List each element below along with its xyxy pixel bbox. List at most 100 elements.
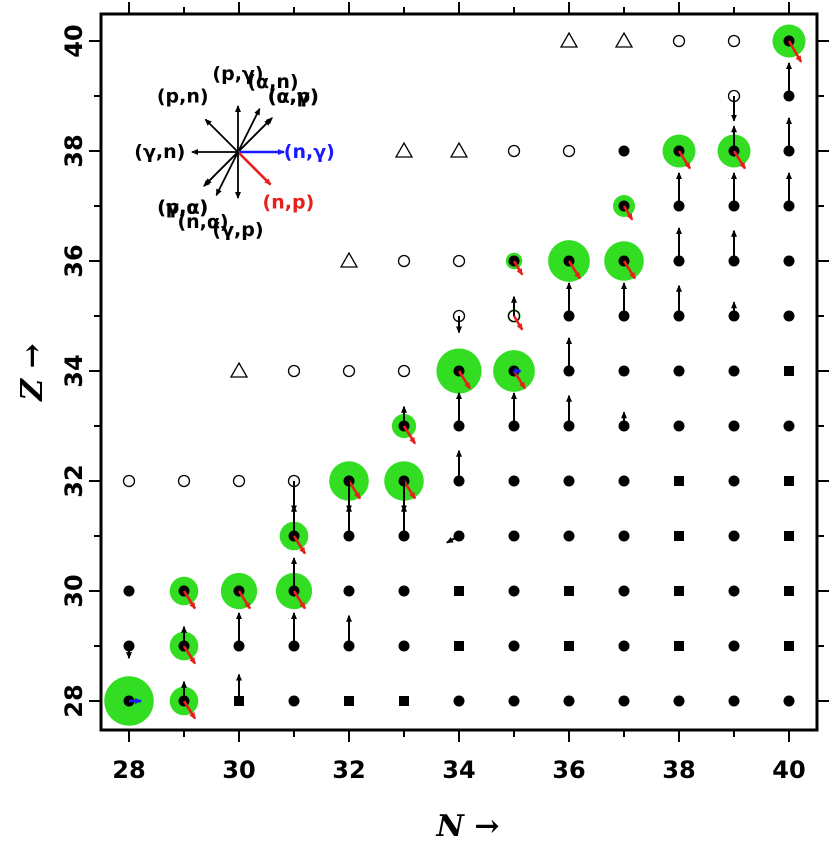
nucleus-triangle-point [229, 361, 249, 378]
y-tick-label: 34 [60, 354, 88, 387]
nucleus-filled-point [618, 695, 630, 707]
x-tick-label: 40 [772, 756, 805, 784]
legend-arrow [237, 151, 272, 186]
y-tick-label: 32 [60, 464, 88, 497]
nucleus-filled-point [563, 530, 575, 542]
y-tick-label: 40 [60, 24, 88, 57]
y-tick-label: 38 [60, 134, 88, 167]
nucleus-filled-point [508, 695, 520, 707]
nucleus-filled-point [673, 420, 685, 432]
flow-arrow [677, 150, 692, 170]
nucleus-square-point [784, 366, 794, 376]
x-axis-title: N → [435, 809, 499, 844]
nucleus-square-point [784, 586, 794, 596]
legend-label: (p,γ) [212, 63, 263, 85]
x-tick-label: 36 [552, 756, 585, 784]
flow-arrow [292, 590, 307, 610]
nucleus-filled-point [563, 695, 575, 707]
flow-arrow [622, 205, 634, 221]
nucleus-square-point [784, 641, 794, 651]
legend-label: (γ,n) [134, 141, 185, 163]
x-tick-label: 28 [112, 756, 145, 784]
legend-label: (n,α) [177, 211, 228, 233]
nucleus-filled-point [783, 695, 795, 707]
nucleus-open-point [232, 474, 246, 488]
nucleus-filled-point [728, 695, 740, 707]
nucleus-triangle-point [339, 251, 359, 268]
nucleus-filled-point [563, 475, 575, 487]
nucleus-open-point [397, 364, 411, 378]
flow-arrow [402, 480, 417, 500]
nucleus-filled-point [123, 585, 135, 597]
flow-arrow [182, 645, 197, 665]
nucleus-open-point [287, 364, 301, 378]
nucleus-square-point [564, 641, 574, 651]
nucleus-open-point [452, 254, 466, 268]
flow-arrow [182, 700, 197, 720]
nucleus-triangle-point [614, 31, 634, 48]
nucleus-filled-point [728, 530, 740, 542]
y-tick-label: 28 [60, 684, 88, 717]
nucleus-filled-point [673, 695, 685, 707]
nucleus-filled-point [618, 585, 630, 597]
legend-label: (α,γ) [268, 86, 319, 108]
nucleus-square-point [674, 641, 684, 651]
legend-label: (α,n) [247, 71, 298, 93]
flow-arrow [402, 425, 417, 445]
nucleus-square-point [784, 531, 794, 541]
nucleus-filled-point [618, 145, 630, 157]
y-tick-label: 30 [60, 574, 88, 607]
flow-arrow [182, 590, 197, 610]
flow-arrow [347, 480, 362, 500]
nucleus-open-point [122, 474, 136, 488]
legend-arrow [203, 151, 239, 187]
x-tick-label: 30 [222, 756, 255, 784]
reaction-legend: (p,γ)(α,n)(α,γ)(α,p)(n,γ)(n,p)(p,n)(γ,n)… [134, 63, 335, 241]
nucleus-square-point [674, 586, 684, 596]
nucleus-square-point [454, 586, 464, 596]
nucleus-filled-point [508, 530, 520, 542]
legend-label: (n,p) [263, 191, 315, 213]
nucleus-filled-point [453, 695, 465, 707]
nucleus-filled-point [508, 585, 520, 597]
legend-arrow [204, 118, 239, 153]
legend-arrow [215, 151, 239, 197]
nucleus-triangle-point [559, 31, 579, 48]
nucleus-open-point [562, 144, 576, 158]
nucleus-square-point [674, 476, 684, 486]
nucleus-filled-point [728, 420, 740, 432]
legend-label: (p,n) [157, 86, 209, 108]
nucleus-filled-point [343, 585, 355, 597]
flow-arrow [237, 590, 252, 610]
nucleus-filled-point [398, 640, 410, 652]
flow-arrow [446, 535, 460, 544]
flow-arrow [787, 40, 803, 63]
flow-arrow [512, 315, 524, 331]
nucleus-filled-point [728, 640, 740, 652]
nucleus-open-point [672, 34, 686, 48]
flow-arrow-layer [126, 40, 803, 720]
flow-arrow [512, 260, 524, 276]
nucleus-filled-point [618, 365, 630, 377]
legend-label: (n,γ) [284, 141, 335, 163]
nucleus-filled-point [398, 585, 410, 597]
nucleus-filled-point [618, 640, 630, 652]
flow-arrow [457, 370, 472, 390]
nucleus-filled-point [673, 365, 685, 377]
legend-label: (γ,p) [212, 219, 263, 241]
nucleus-square-point [674, 531, 684, 541]
legend-arrow [237, 107, 261, 153]
legend-arrow [237, 118, 272, 153]
y-axis-title: Z → [15, 343, 50, 401]
x-tick-label: 34 [442, 756, 475, 784]
nucleus-filled-point [728, 585, 740, 597]
nucleus-filled-point [618, 475, 630, 487]
x-tick-label: 38 [662, 756, 695, 784]
nucleus-square-point [784, 476, 794, 486]
nucleus-filled-point [783, 255, 795, 267]
nucleus-triangle-point [394, 141, 414, 158]
legend-label: (p,α) [157, 196, 208, 218]
nucleus-open-point [727, 34, 741, 48]
